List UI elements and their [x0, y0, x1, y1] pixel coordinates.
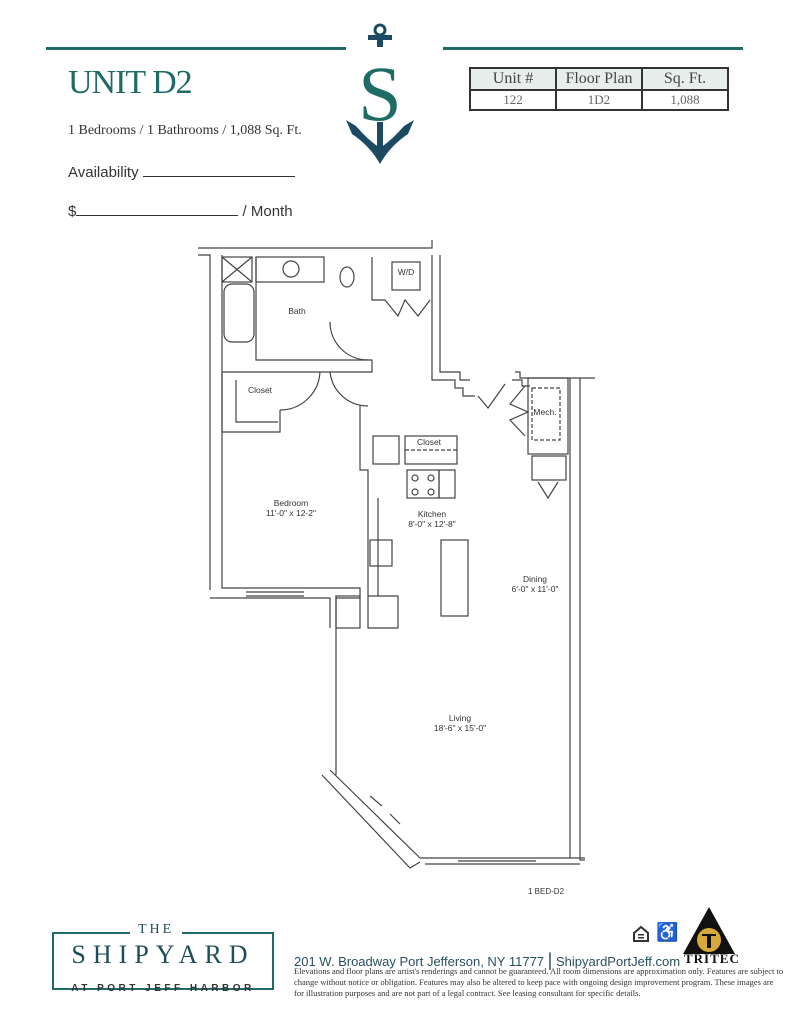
header-unit: Unit #	[469, 67, 557, 91]
logo-subtitle: AT PORT JEFF HARBOR	[71, 983, 255, 994]
label-mech: Mech.	[533, 407, 556, 417]
label-wd: W/D	[398, 267, 415, 277]
availability-field: Availability	[68, 162, 295, 181]
label-closet-hall: Closet	[417, 437, 442, 447]
value-unit: 122	[469, 89, 557, 111]
unit-title: UNIT D2	[68, 64, 193, 101]
value-floor-plan: 1D2	[555, 89, 643, 111]
unit-summary: 1 Bedrooms / 1 Bathrooms / 1,088 Sq. Ft.	[68, 123, 302, 138]
label-living-dim: 18'-6" x 15'-0"	[434, 723, 486, 733]
logo-name: SHIPYARD	[71, 940, 255, 969]
header-floor-plan: Floor Plan	[555, 67, 643, 91]
unit-info-table: Unit # Floor Plan Sq. Ft. 122 1D2 1,088	[469, 67, 729, 111]
label-kitchen: Kitchen	[418, 509, 447, 519]
value-sqft: 1,088	[641, 89, 729, 111]
table-row: 122 1D2 1,088	[469, 89, 729, 111]
price-suffix: / Month	[242, 203, 293, 220]
header-sqft: Sq. Ft.	[641, 67, 729, 91]
accessibility-icon: ♿	[656, 922, 679, 942]
table-header-row: Unit # Floor Plan Sq. Ft.	[469, 67, 729, 91]
price-field: $ / Month	[68, 201, 293, 220]
logo-the: THE	[130, 922, 183, 938]
label-living: Living	[449, 713, 471, 723]
label-bedroom-dim: 11'-0" x 12-2"	[266, 508, 316, 518]
disclaimer: Elevations and floor plans are artist's …	[294, 966, 784, 998]
header-rule-left	[46, 47, 346, 50]
label-kitchen-dim: 8'-0" x 12'-8"	[408, 519, 456, 529]
availability-blank	[142, 162, 295, 177]
website-link[interactable]: ShipyardPortJeff.com	[555, 954, 681, 969]
price-blank	[76, 201, 239, 216]
address: 201 W. Broadway Port Jefferson, NY 11777	[294, 954, 545, 969]
walls	[198, 240, 595, 869]
label-dining-dim: 6'-0" x 11'-0"	[512, 584, 559, 594]
anchor-logo-icon: S	[346, 23, 414, 164]
availability-label: Availability	[68, 164, 139, 181]
label-dining: Dining	[523, 574, 547, 584]
equal-housing-icon	[633, 925, 649, 942]
divider: |	[547, 950, 553, 970]
contact-line: 201 W. Broadway Port Jefferson, NY 11777…	[294, 950, 680, 971]
developer-name: TRITEC	[684, 951, 740, 966]
plan-id: 1 BED-D2	[528, 887, 565, 896]
label-bedroom: Bedroom	[274, 498, 309, 508]
label-bath: Bath	[288, 306, 306, 316]
tritec-logo-icon	[683, 907, 735, 954]
price-prefix: $	[68, 203, 77, 220]
header-rule-right	[443, 47, 743, 50]
label-closet-bedroom: Closet	[248, 385, 273, 395]
